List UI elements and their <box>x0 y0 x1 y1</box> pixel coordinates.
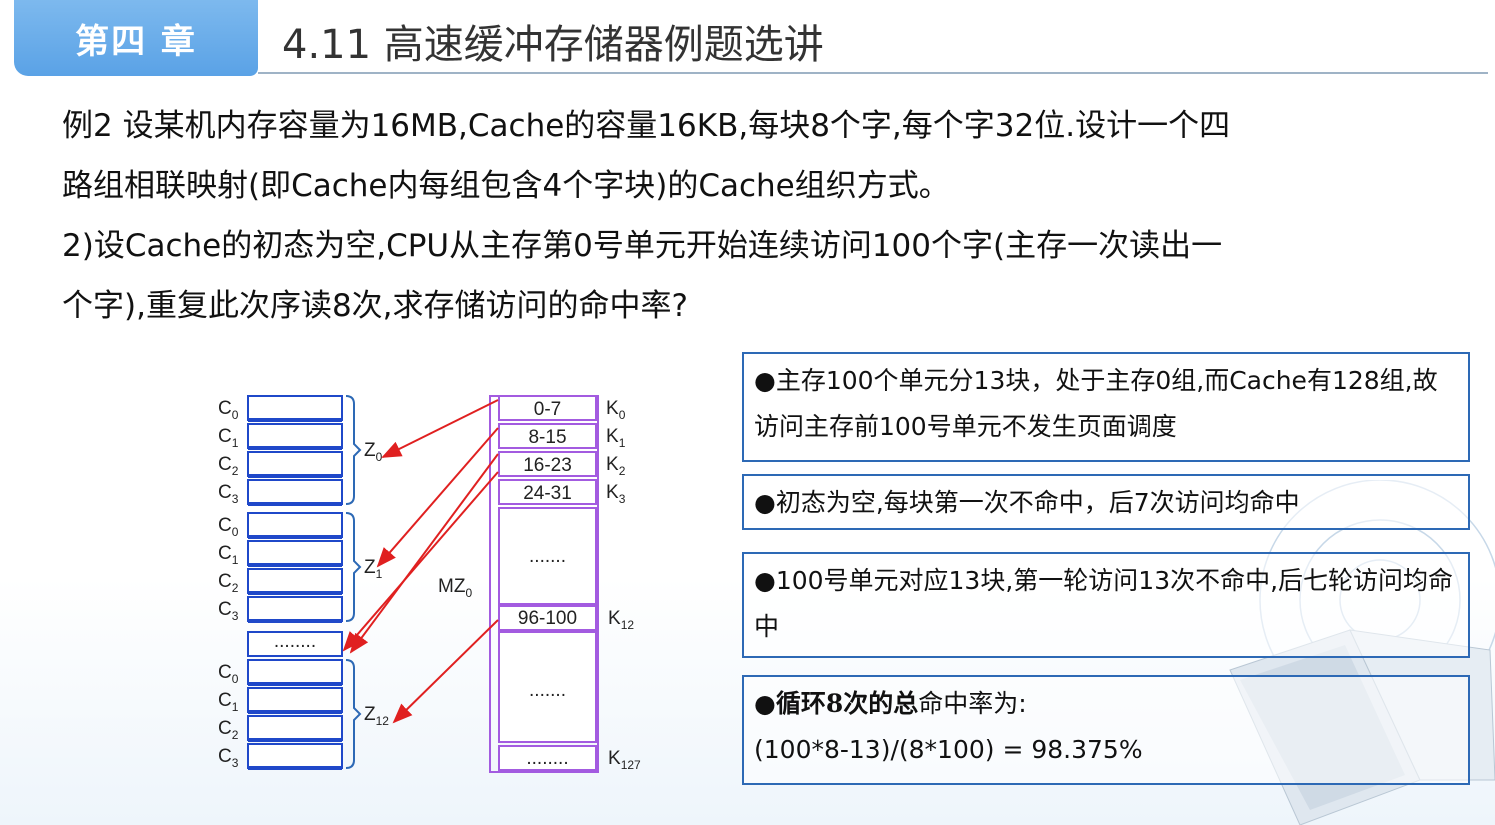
mapping-arrow <box>381 399 499 458</box>
memory-ellipsis: ....... <box>529 680 566 701</box>
cache-line <box>247 479 343 505</box>
mapping-arrows <box>342 399 499 724</box>
memory-block-range: 8-15 <box>528 427 566 448</box>
chapter-tab: 第四 章 <box>14 0 258 76</box>
memory-last-ellipsis: ........ <box>526 748 568 769</box>
memory-block-range: 16-23 <box>523 455 572 476</box>
memory-gap <box>498 631 597 743</box>
memory-block-label: K1 <box>606 426 626 450</box>
memory-block-label: K12 <box>608 608 634 632</box>
memory-last-block <box>498 745 597 771</box>
cache-column: C0C1C2C3Z0C0C1C2C3Z1C0C1C2C3Z12........ <box>218 395 389 770</box>
memory-block <box>498 479 597 505</box>
cache-line-label: C3 <box>218 482 239 506</box>
title-divider <box>258 72 1488 74</box>
problem-line-3: 2)设Cache的初态为空,CPU从主存第0号单元开始连续访问100个字(主存一… <box>62 228 1223 264</box>
note-4-bold: ●循环8次的总 <box>754 689 919 718</box>
note-box-2: ●初态为空,每块第一次不命中，后7次访问均命中 <box>742 474 1470 530</box>
problem-statement: 例2 设某机内存容量为16MB,Cache的容量16KB,每块8个字,每个字32… <box>62 96 1457 336</box>
cache-line <box>247 568 343 594</box>
cache-line <box>247 423 343 449</box>
memory-block-label: K127 <box>608 748 641 772</box>
mapping-arrow <box>392 619 499 724</box>
cache-line <box>247 451 343 477</box>
cache-line-label: C0 <box>218 662 239 686</box>
memory-block-label: K3 <box>606 482 626 506</box>
memory-block-range: 0-7 <box>534 399 561 420</box>
memory-block-range: 96-100 <box>518 608 577 629</box>
memory-ellipsis: ....... <box>529 546 566 567</box>
cache-line-label: C0 <box>218 398 239 422</box>
cache-line-label: C2 <box>218 718 239 742</box>
cache-line-label: C3 <box>218 599 239 623</box>
cache-line-label: C1 <box>218 543 239 567</box>
problem-line-2: 路组相联映射(即Cache内每组包含4个字块)的Cache组织方式。 <box>62 168 950 204</box>
memory-block-label: K0 <box>606 398 626 422</box>
memory-block <box>498 423 597 449</box>
cache-group-label: Z12 <box>364 704 389 728</box>
memory-block-range: 24-31 <box>523 483 572 504</box>
cache-group-label: Z1 <box>364 557 383 581</box>
cache-line <box>247 596 343 622</box>
cache-line <box>247 687 343 713</box>
page-title: 4.11 高速缓冲存储器例题选讲 <box>282 22 824 68</box>
problem-line-4: 个字),重复此次序读8次,求存储访问的命中率? <box>62 288 688 324</box>
memory-group-label: MZ0 <box>438 576 472 600</box>
note-4-formula: (100*8-13)/(8*100) = 98.375% <box>754 735 1143 764</box>
memory-block-label: K2 <box>606 454 626 478</box>
cache-ellipsis: ........ <box>274 631 316 652</box>
note-text-3: ●100号单元对应13块,第一轮访问13次不命中,后七轮访问均命中 <box>754 566 1454 641</box>
problem-line-1: 例2 设某机内存容量为16MB,Cache的容量16KB,每块8个字,每个字32… <box>62 108 1231 144</box>
cache-group-bracket <box>345 512 362 622</box>
cache-line <box>247 715 343 741</box>
cache-ellipsis-row <box>247 631 343 657</box>
cache-group-bracket <box>345 395 362 505</box>
memory-block <box>498 451 597 477</box>
cache-line-label: C1 <box>218 426 239 450</box>
memory-block <box>498 395 597 421</box>
cache-line-label: C2 <box>218 571 239 595</box>
note-text-1: ●主存100个单元分13块，处于主存0组,而Cache有128组,故访问主存前1… <box>754 366 1438 441</box>
memory-gap <box>498 507 597 605</box>
cache-line-label: C1 <box>218 690 239 714</box>
note-box-1: ●主存100个单元分13块，处于主存0组,而Cache有128组,故访问主存前1… <box>742 352 1470 462</box>
cache-group-bracket <box>345 659 362 769</box>
mapping-arrow <box>342 471 499 652</box>
mapping-arrow <box>376 427 499 568</box>
cache-mapping-diagram: C0C1C2C3Z0C0C1C2C3Z1C0C1C2C3Z12........ … <box>218 395 641 773</box>
note-box-3: ●100号单元对应13块,第一轮访问13次不命中,后七轮访问均命中 <box>742 552 1470 658</box>
cache-line <box>247 512 343 538</box>
cache-group-label: Z0 <box>364 440 383 464</box>
mapping-arrow <box>349 453 499 654</box>
cache-line-label: C2 <box>218 454 239 478</box>
cache-line <box>247 395 343 421</box>
cache-line-label: C3 <box>218 746 239 770</box>
note-4-heading: ●循环8次的总命中率为: <box>754 681 1458 727</box>
cache-line <box>247 540 343 566</box>
note-box-4: ●循环8次的总命中率为: (100*8-13)/(8*100) = 98.375… <box>742 675 1470 785</box>
note-text-2: ●初态为空,每块第一次不命中，后7次访问均命中 <box>754 488 1300 517</box>
cache-line <box>247 659 343 685</box>
memory-block <box>498 605 597 631</box>
cache-line <box>247 743 343 769</box>
note-4-rest: 命中率为: <box>918 689 1027 718</box>
cache-line-label: C0 <box>218 515 239 539</box>
